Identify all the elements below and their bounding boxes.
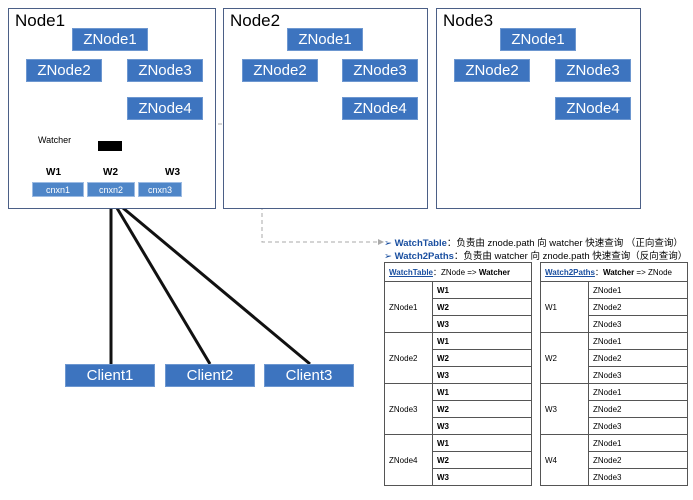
- desc-watchtable: ➢ WatchTable：负责由 znode.path 向 watcher 快速…: [384, 235, 683, 249]
- table-row: W3: [385, 468, 532, 486]
- cnxn2-box: cnxn2: [87, 182, 135, 197]
- header-term: Watch2Paths: [545, 267, 595, 277]
- watchtable-key-cell: ZNode3: [384, 383, 433, 435]
- watch2paths-header: Watch2Paths：Watcher => ZNode: [540, 262, 688, 282]
- node3-znode2: ZNode2: [454, 59, 530, 82]
- table-row: ZNode3: [541, 468, 688, 486]
- watchtable-value-cell: W2: [432, 349, 532, 367]
- desc-watch2paths: ➢ Watch2Paths：负责由 watcher 向 znode.path 快…: [384, 248, 687, 262]
- watchtable-value-cell: W1: [432, 434, 532, 452]
- desc-term: WatchTable: [394, 238, 447, 249]
- dashed-arrowhead: [378, 239, 384, 245]
- w2-label: W2: [103, 167, 118, 178]
- client1-box: Client1: [65, 364, 155, 387]
- watch2paths-key-cell: W1: [540, 281, 589, 333]
- cnxn3-box: cnxn3: [138, 182, 182, 197]
- header-rest: ：ZNode =>: [433, 267, 479, 277]
- client-lines: [109, 196, 311, 366]
- watch2paths-key-cell: W2: [540, 332, 589, 384]
- node2-znode2: ZNode2: [242, 59, 318, 82]
- node2-znode4: ZNode4: [342, 97, 418, 120]
- watch2paths-value-cell: ZNode2: [588, 349, 688, 367]
- header-bold: Watcher: [602, 267, 635, 277]
- node2-znode1: ZNode1: [287, 28, 363, 51]
- watch2paths-value-cell: ZNode2: [588, 400, 688, 418]
- watch2paths-value-cell: ZNode1: [588, 332, 688, 350]
- watchtable-key-cell: ZNode1: [384, 281, 433, 333]
- watch2paths-value-cell: ZNode3: [588, 468, 688, 486]
- node1-znode3: ZNode3: [127, 59, 203, 82]
- node2-title: Node2: [230, 11, 281, 30]
- watchtable-header: WatchTable：ZNode => Watcher: [384, 262, 532, 282]
- watch2paths-value-cell: ZNode2: [588, 298, 688, 316]
- watchtable-value-cell: W1: [432, 383, 532, 401]
- watch2paths-value-cell: ZNode1: [588, 281, 688, 299]
- watchtable-value-cell: W2: [432, 451, 532, 469]
- watchtable-value-cell: W2: [432, 298, 532, 316]
- node1-znode1: ZNode1: [72, 28, 148, 51]
- desc-text: ：负责由 watcher 向 znode.path 快速查询（反向查询）: [453, 251, 688, 262]
- cnxn1-box: cnxn1: [32, 182, 84, 197]
- watcher-label: Watcher: [38, 135, 72, 145]
- watchtable-value-cell: W3: [432, 315, 532, 333]
- w1-label: W1: [46, 167, 61, 178]
- w3-label: W3: [165, 167, 180, 178]
- bullet-arrow-icon: ➢: [384, 238, 392, 249]
- watchtable-value-cell: W3: [432, 417, 532, 435]
- watcher-block: [98, 141, 122, 151]
- node1-title: Node1: [15, 11, 66, 30]
- header-term: WatchTable: [389, 267, 434, 277]
- node3-znode4: ZNode4: [555, 97, 631, 120]
- desc-text: ：负责由 znode.path 向 watcher 快速查询 （正向查询）: [446, 238, 683, 249]
- watch2paths-value-cell: ZNode1: [588, 434, 688, 452]
- header-tail: => ZNode: [634, 267, 673, 277]
- watchtable-value-cell: W2: [432, 400, 532, 418]
- node2-znode3: ZNode3: [342, 59, 418, 82]
- client3-box: Client3: [264, 364, 354, 387]
- node3-znode1: ZNode1: [500, 28, 576, 51]
- header-rest: ：: [594, 267, 603, 277]
- watchtable-key-cell: ZNode2: [384, 332, 433, 384]
- node3-title: Node3: [443, 11, 494, 30]
- bullet-arrow-icon: ➢: [384, 251, 392, 262]
- desc-term: Watch2Paths: [394, 251, 454, 262]
- watch2paths-value-cell: ZNode3: [588, 366, 688, 384]
- node1-znode2: ZNode2: [26, 59, 102, 82]
- client2-box: Client2: [165, 364, 255, 387]
- watchtable-value-cell: W1: [432, 332, 532, 350]
- watchtable-value-cell: W3: [432, 468, 532, 486]
- watch2paths-key-cell: W4: [540, 434, 589, 486]
- node3-znode3: ZNode3: [555, 59, 631, 82]
- watch2paths-value-cell: ZNode1: [588, 383, 688, 401]
- watch2paths-value-cell: ZNode2: [588, 451, 688, 469]
- watchtable-value-cell: W3: [432, 366, 532, 384]
- watchtable-value-cell: W1: [432, 281, 532, 299]
- watch2paths-value-cell: ZNode3: [588, 315, 688, 333]
- watch2paths-value-cell: ZNode3: [588, 417, 688, 435]
- watch2paths-key-cell: W3: [540, 383, 589, 435]
- header-bold: Watcher: [478, 267, 511, 277]
- node1-znode4: ZNode4: [127, 97, 203, 120]
- watchtable-key-cell: ZNode4: [384, 434, 433, 486]
